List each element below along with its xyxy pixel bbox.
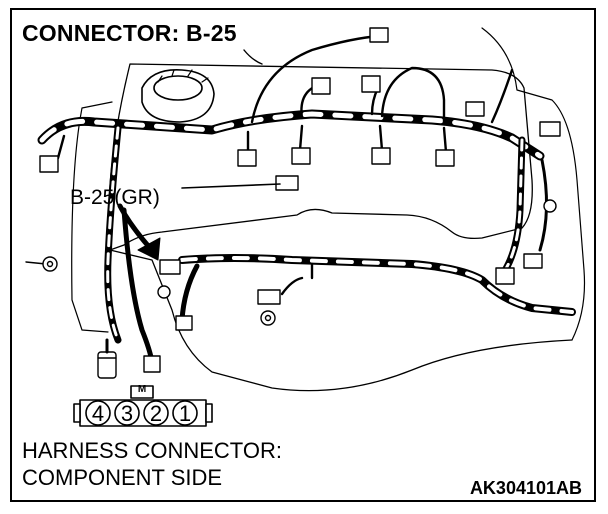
connector-face-outline <box>73 385 213 427</box>
caption-line-1: HARNESS CONNECTOR: <box>22 438 282 463</box>
pin-number: 4 <box>91 401 105 426</box>
oil-filler-cap <box>141 69 215 123</box>
right-bracket-outline <box>481 27 586 341</box>
connector-callout-label: B-25(GR) <box>70 186 160 209</box>
engine-lower-outline <box>109 249 573 392</box>
left-vertical-harness <box>104 124 155 365</box>
round-plug-connector <box>97 338 117 379</box>
title-leader <box>243 49 263 65</box>
pin-number: 1 <box>178 401 192 426</box>
ground-terminals <box>25 199 557 326</box>
branch-wires <box>56 34 514 296</box>
connector-face: M 4 3 2 1 <box>74 384 212 430</box>
caption-line-2: COMPONENT SIDE <box>22 465 223 490</box>
connector-title: CONNECTOR: B-25 <box>22 20 237 46</box>
upper-main-harness <box>37 109 545 161</box>
pin-number: 2 <box>149 401 163 426</box>
figure-code: AK304101AB <box>469 478 582 498</box>
latch-mark: M <box>137 384 147 395</box>
connector-blocks <box>39 27 561 373</box>
lower-harness <box>178 254 576 323</box>
engine-harness-illustration <box>25 27 586 427</box>
diagram-frame: CONNECTOR: B-25 B-25(GR) M 4 3 2 1 HARNE… <box>10 8 596 502</box>
pin-number: 3 <box>120 401 134 426</box>
callout-leader <box>117 183 281 261</box>
